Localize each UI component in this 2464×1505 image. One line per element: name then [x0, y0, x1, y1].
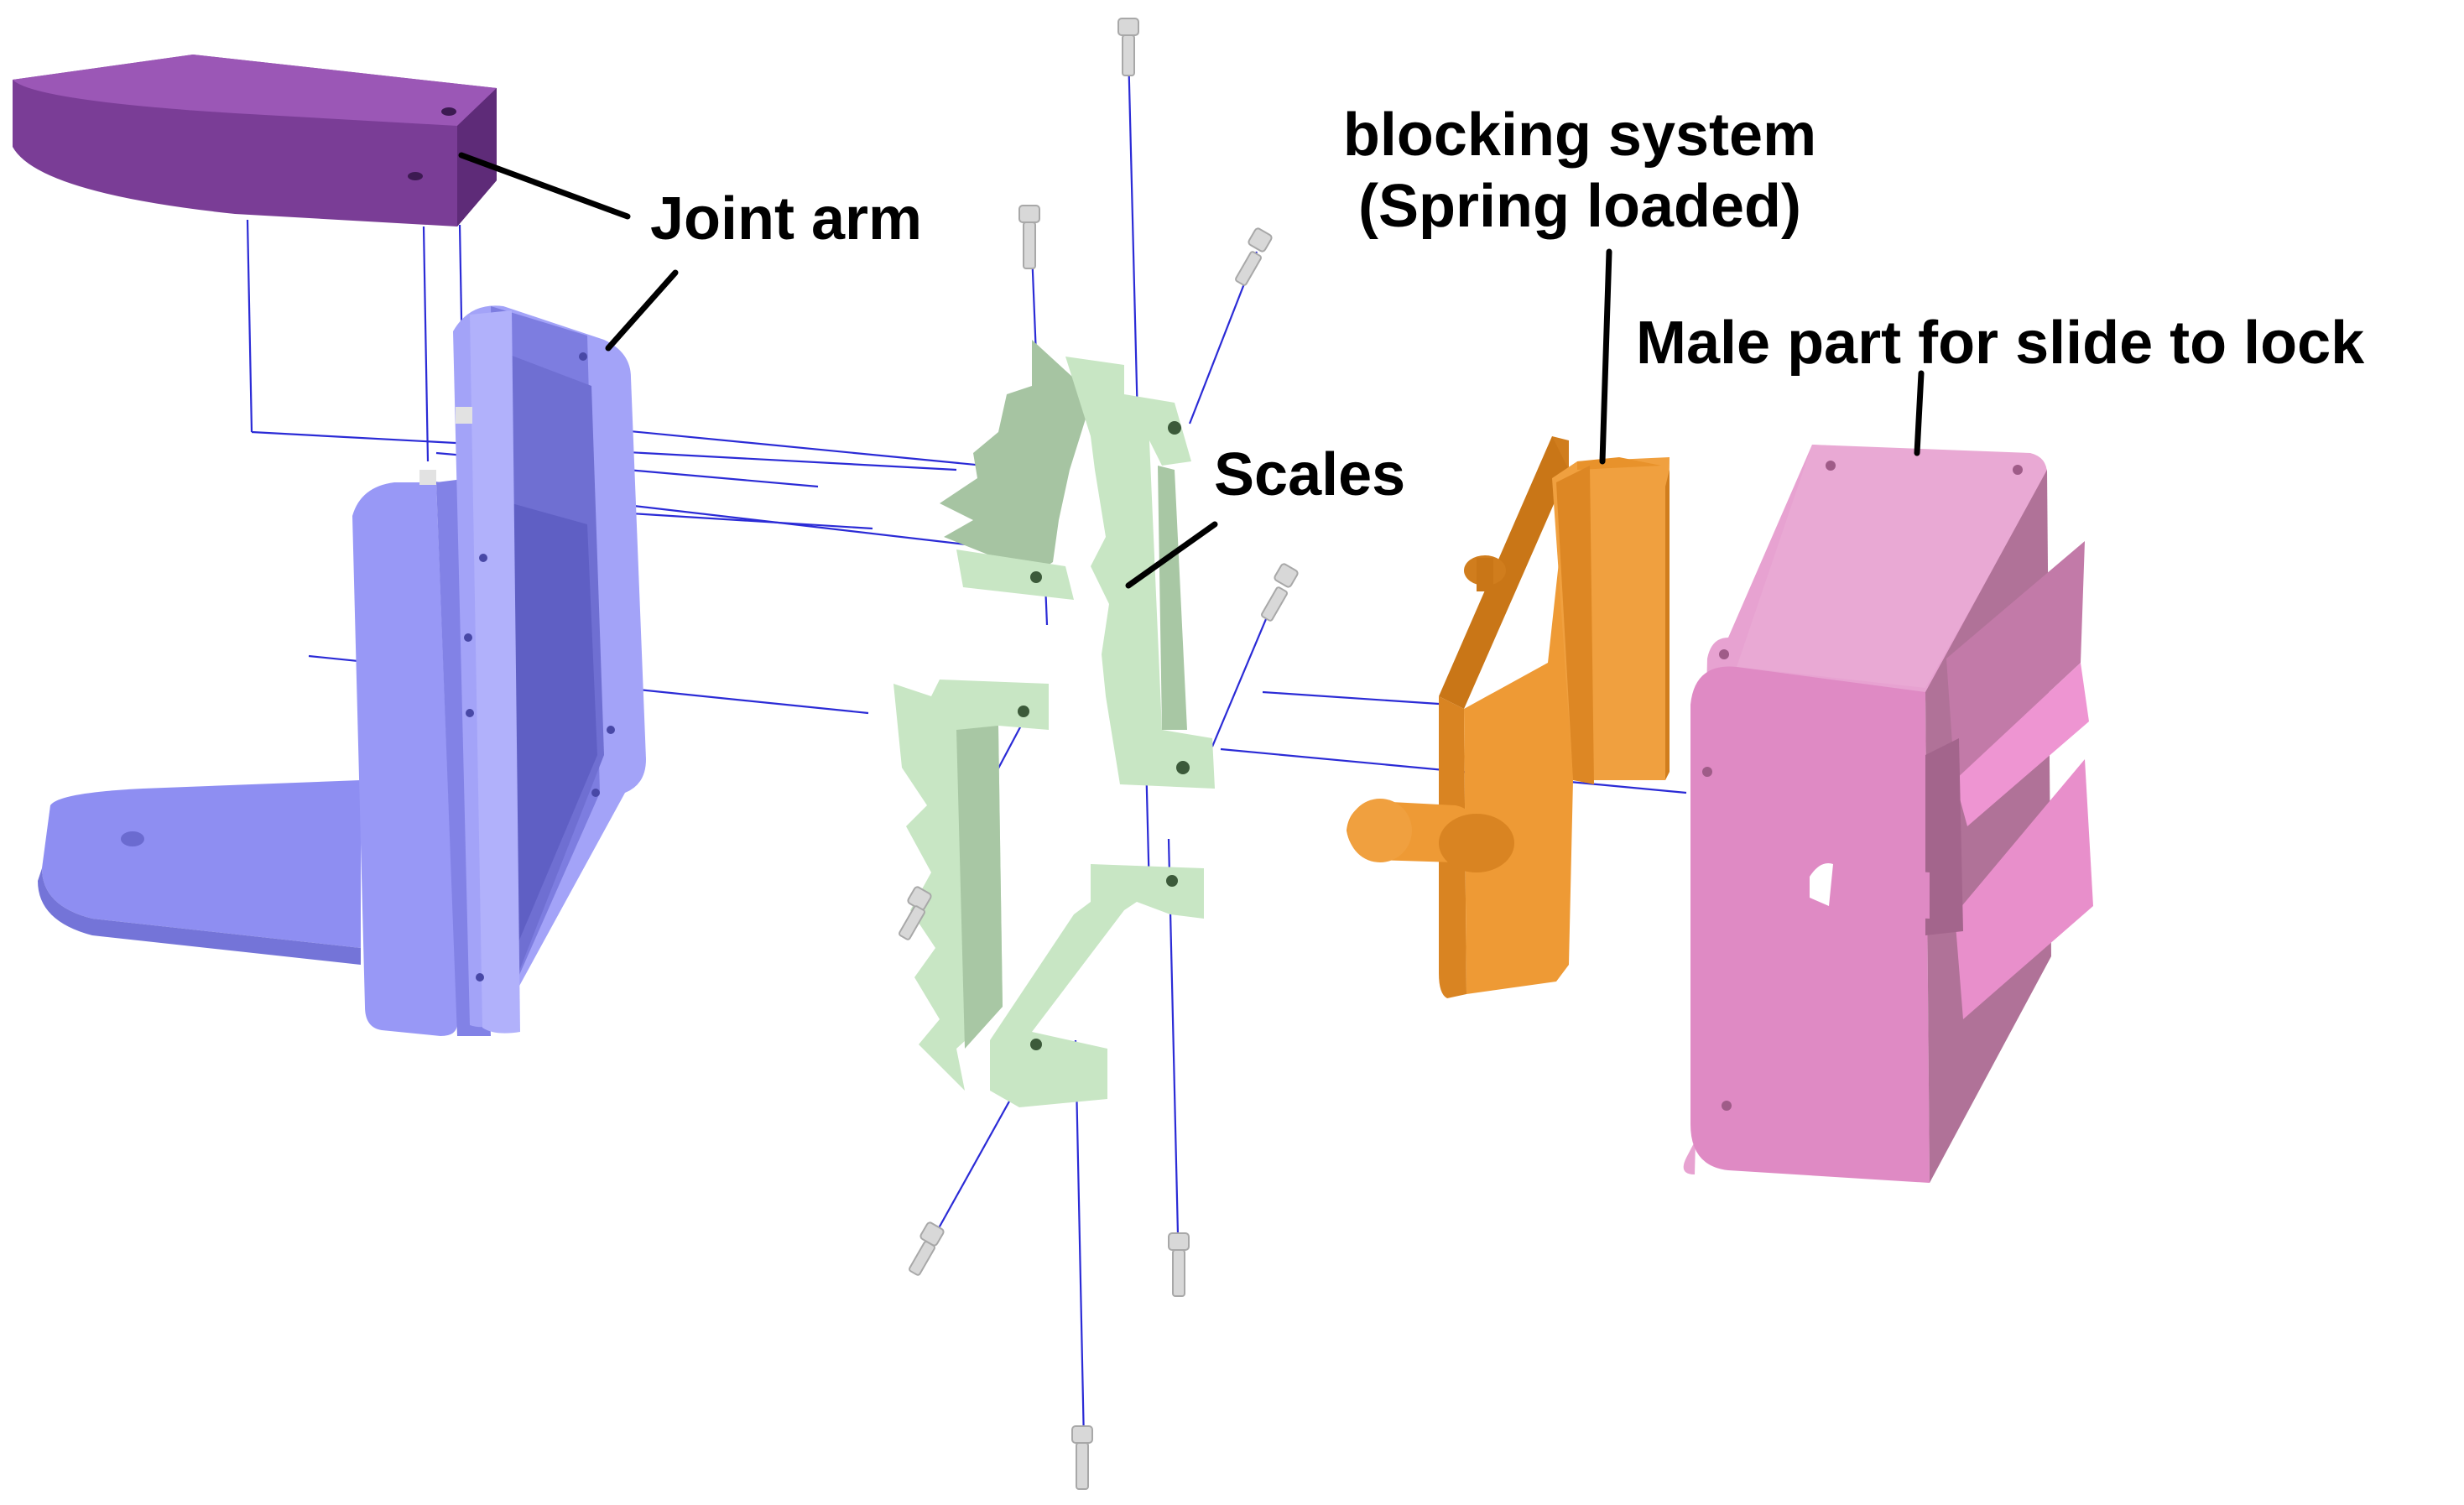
scales-upper-left [940, 340, 1091, 600]
male-part [1683, 445, 2093, 1183]
blocking-system-part [1347, 436, 1670, 998]
blocking-callout [1599, 248, 1612, 465]
scales-upper-right [1065, 357, 1215, 789]
scales-lower-right [990, 864, 1204, 1107]
scales-lower-left [893, 680, 1049, 1091]
label-joint-arm: Joint arm [650, 185, 922, 253]
scales-callout [1125, 521, 1218, 589]
label-blocking-line2: (Spring loaded) [1358, 173, 1801, 240]
label-scales: Scales [1214, 441, 1405, 508]
joint-arm-callout-frame [605, 269, 679, 352]
callout-lines [458, 152, 1925, 589]
joint-arm-frame [38, 305, 646, 1036]
label-male-part: Male part for slide to lock [1636, 310, 2365, 377]
label-blocking-line1: blocking system [1343, 102, 1816, 169]
labels: Joint arm blocking system (Spring loaded… [650, 102, 2365, 508]
male-part-callout [1914, 370, 1925, 456]
joint-arm-top-plate [13, 55, 497, 227]
joint-arm-callout-top [458, 152, 631, 220]
screws [899, 18, 1299, 1490]
